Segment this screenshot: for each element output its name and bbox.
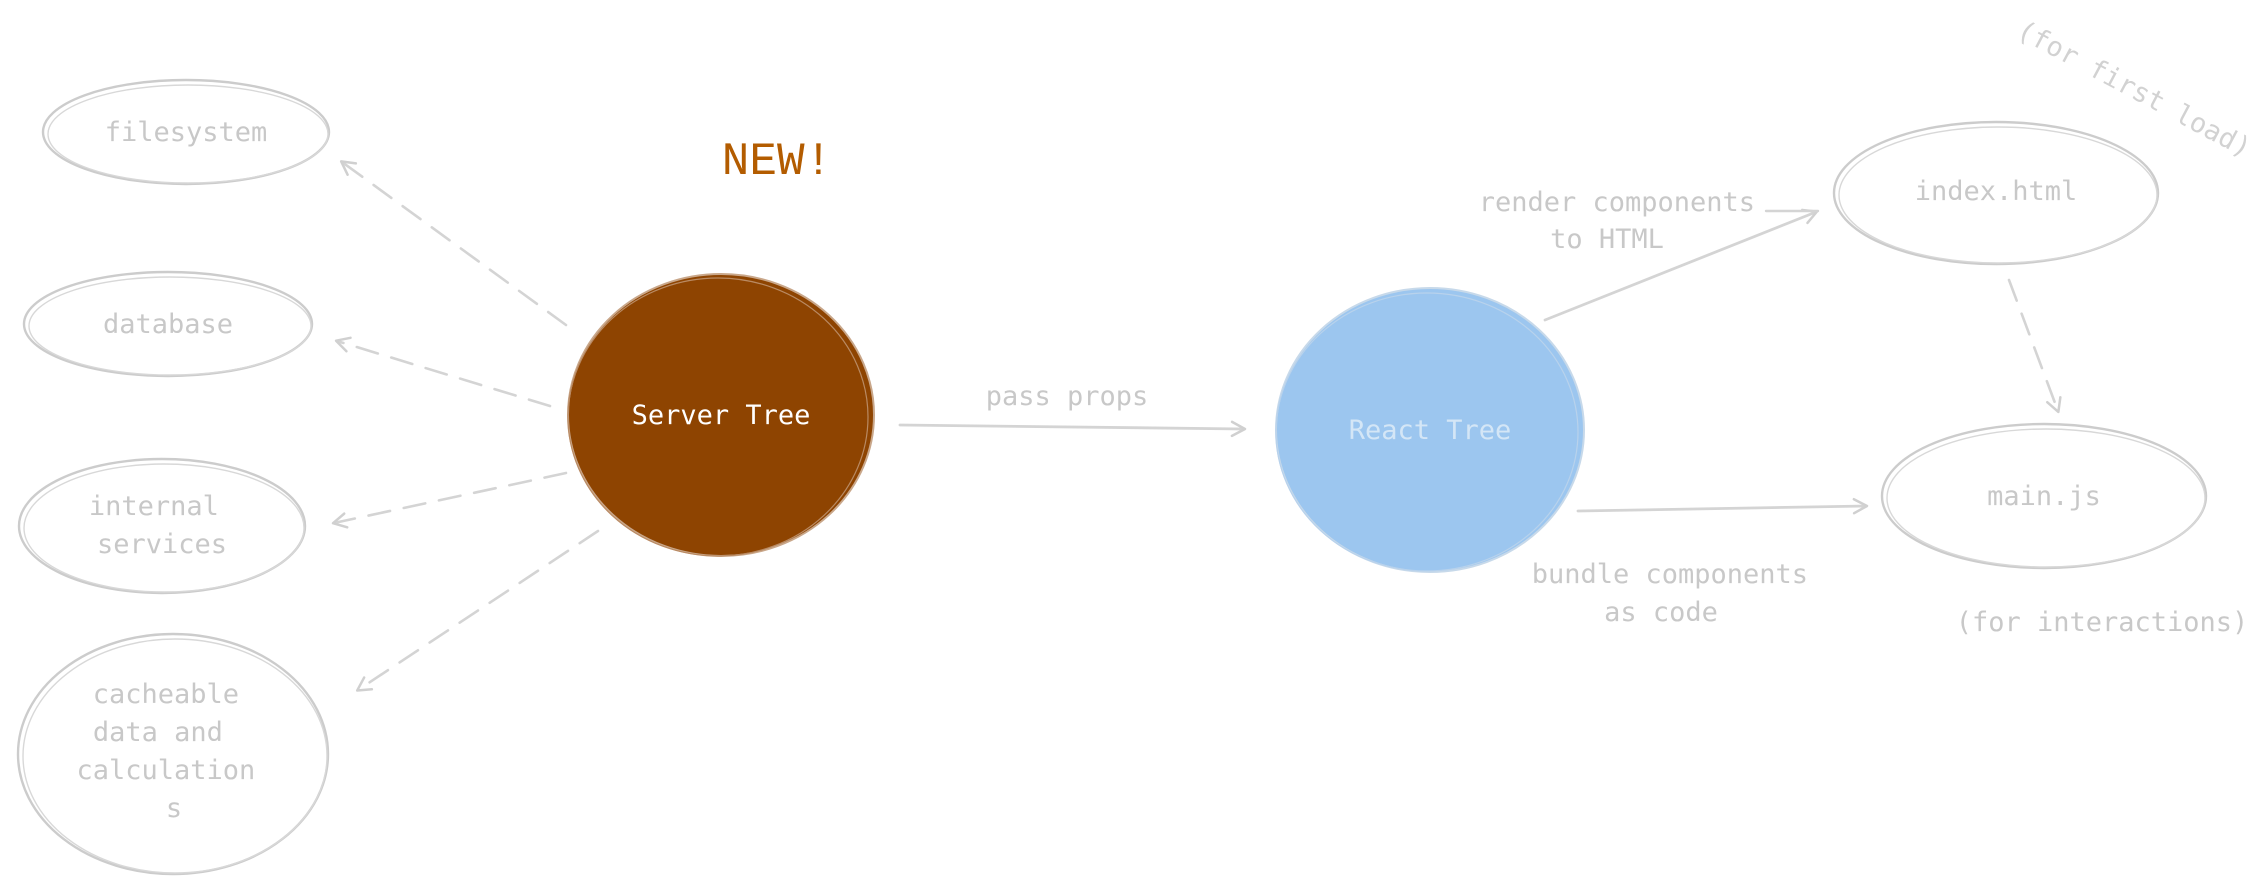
bundle-components-edge: bundle components as code xyxy=(1532,497,1869,628)
internal-services-line-2: services xyxy=(97,529,227,560)
bundle-components-line-1: bundle components xyxy=(1532,559,1808,590)
filesystem-label: filesystem xyxy=(105,117,268,148)
server-to-sources-arrows xyxy=(331,160,600,692)
filesystem-ellipse xyxy=(41,78,331,186)
interactions-note: (for interactions) xyxy=(1956,607,2249,638)
server-tree-node: Server Tree xyxy=(567,273,875,557)
pass-props-arrow xyxy=(898,420,1247,438)
index-html-label: index.html xyxy=(1915,176,2078,207)
render-components-line-1: render components xyxy=(1479,187,1755,218)
arrow-to-database xyxy=(334,336,552,408)
main-js-node: main.js xyxy=(1880,422,2208,570)
main-js-ellipse xyxy=(1880,422,2208,570)
index-to-main-arrow xyxy=(2007,278,2062,414)
database-ellipse xyxy=(22,270,314,378)
react-tree-circle-sketch xyxy=(1275,292,1579,572)
internal-services-line-1: internal xyxy=(89,491,219,522)
server-tree-label: Server Tree xyxy=(632,400,811,431)
render-components-edge: render components to HTML xyxy=(1479,187,1820,322)
bundle-components-line-2: as code xyxy=(1604,597,1718,628)
filesystem-ellipse-sketch xyxy=(47,84,329,184)
filesystem-node: filesystem xyxy=(41,78,331,186)
render-components-line-2: to HTML xyxy=(1550,224,1664,255)
arrow-to-filesystem xyxy=(339,160,568,327)
react-tree-label: React Tree xyxy=(1349,415,1512,446)
first-load-note: (for first load) xyxy=(2012,15,2256,164)
pass-props-label: pass props xyxy=(986,381,1149,412)
database-label: database xyxy=(103,309,233,340)
internal-services-label: internal services xyxy=(89,491,235,560)
render-components-label: render components to HTML xyxy=(1479,187,1772,255)
internal-services-ellipse xyxy=(17,457,307,595)
react-tree-node: React Tree xyxy=(1275,287,1585,573)
cacheable-node: cacheable data and calculation s xyxy=(16,632,330,876)
arrow-to-cacheable xyxy=(355,529,600,692)
cacheable-line-3: calculation xyxy=(76,755,255,786)
cacheable-line-2: data and xyxy=(93,717,223,748)
database-ellipse-sketch xyxy=(28,276,312,376)
new-badge: NEW! xyxy=(722,136,832,188)
index-html-ellipse xyxy=(1832,120,2160,266)
cacheable-ellipse xyxy=(16,632,330,876)
internal-services-node: internal services xyxy=(17,457,307,595)
cacheable-line-1: cacheable xyxy=(93,679,239,710)
database-node: database xyxy=(22,270,314,378)
cacheable-ellipse-sketch xyxy=(22,638,328,874)
main-js-ellipse-sketch xyxy=(1886,428,2206,568)
cacheable-label: cacheable data and calculation s xyxy=(76,679,271,824)
arrow-to-internal-services xyxy=(331,471,568,529)
server-tree-circle-sketch xyxy=(567,277,869,557)
pass-props-edge: pass props xyxy=(898,381,1247,438)
index-html-ellipse-sketch xyxy=(1838,126,2158,264)
bundle-components-label: bundle components as code xyxy=(1532,559,1825,628)
render-components-arrow xyxy=(1543,208,1819,322)
cacheable-line-4: s xyxy=(166,793,182,824)
bundle-components-arrow xyxy=(1576,497,1869,515)
internal-services-ellipse-sketch xyxy=(23,463,305,593)
index-html-node: index.html xyxy=(1832,120,2160,266)
main-js-label: main.js xyxy=(1987,481,2101,512)
